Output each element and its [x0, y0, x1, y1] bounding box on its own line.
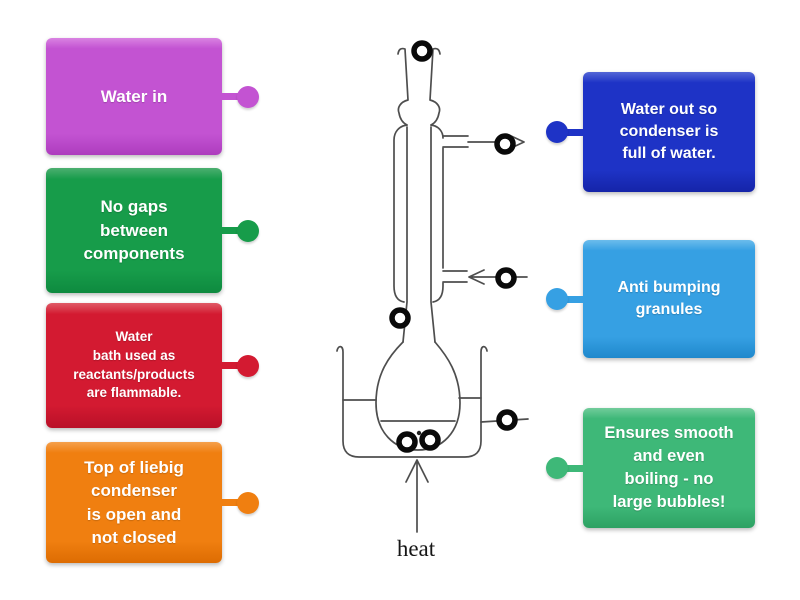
- label-box-water-in[interactable]: Water in: [46, 38, 259, 155]
- label-text: Anti bumping granules: [617, 278, 721, 318]
- pin-stem: [562, 128, 583, 136]
- marker-granules-left[interactable]: [396, 431, 418, 453]
- pin-knob-icon: [237, 85, 259, 108]
- label-box-smooth-boiling[interactable]: Ensures smooth and even boiling - no lar…: [546, 408, 755, 528]
- marker-condenser-flask-joint[interactable]: [389, 307, 411, 329]
- pin-stem: [222, 499, 243, 506]
- label-text: Water out so condenser is full of water.: [619, 100, 719, 163]
- pin-knob-icon: [237, 491, 259, 514]
- reflux-glassware-drawing: [336, 47, 529, 533]
- pin-knob-icon: [546, 288, 568, 310]
- pin-knob-icon: [546, 121, 568, 143]
- label-text: Water bath used as reactants/products ar…: [73, 329, 195, 401]
- label-box-water-bath[interactable]: Water bath used as reactants/products ar…: [46, 303, 259, 428]
- marker-water-in[interactable]: [495, 267, 517, 289]
- label-text: Water in: [100, 86, 168, 106]
- pin-stem: [222, 362, 243, 369]
- pin-stem: [222, 227, 243, 234]
- label-box-anti-bumping-granules[interactable]: Anti bumping granules: [546, 240, 755, 358]
- granule: [416, 430, 422, 436]
- water-bath-beaker: [336, 345, 488, 458]
- pin-knob-icon: [546, 457, 568, 479]
- label-box-water-out[interactable]: Water out so condenser is full of water.: [546, 72, 755, 192]
- pin-knob-icon: [237, 219, 259, 242]
- pin-stem: [562, 295, 583, 303]
- label-text: No gaps between components: [83, 197, 185, 264]
- label-box-no-gaps[interactable]: No gaps between components: [46, 168, 259, 293]
- label-box-liebig-top-open[interactable]: Top of liebig condenser is open and not …: [46, 442, 259, 563]
- marker-condenser-top-opening[interactable]: [411, 40, 433, 62]
- marker-granules-right[interactable]: [419, 429, 441, 451]
- marker-water-out[interactable]: [494, 133, 516, 155]
- label-text: Ensures smooth and even boiling - no lar…: [604, 424, 734, 511]
- heat-arrow: [405, 459, 429, 533]
- pin-stem: [222, 93, 243, 100]
- label-text: Top of liebig condenser is open and not …: [84, 457, 184, 547]
- pin-stem: [562, 464, 583, 472]
- marker-water-bath[interactable]: [496, 409, 518, 431]
- heat-label: heat: [397, 536, 436, 561]
- pin-knob-icon: [237, 354, 259, 377]
